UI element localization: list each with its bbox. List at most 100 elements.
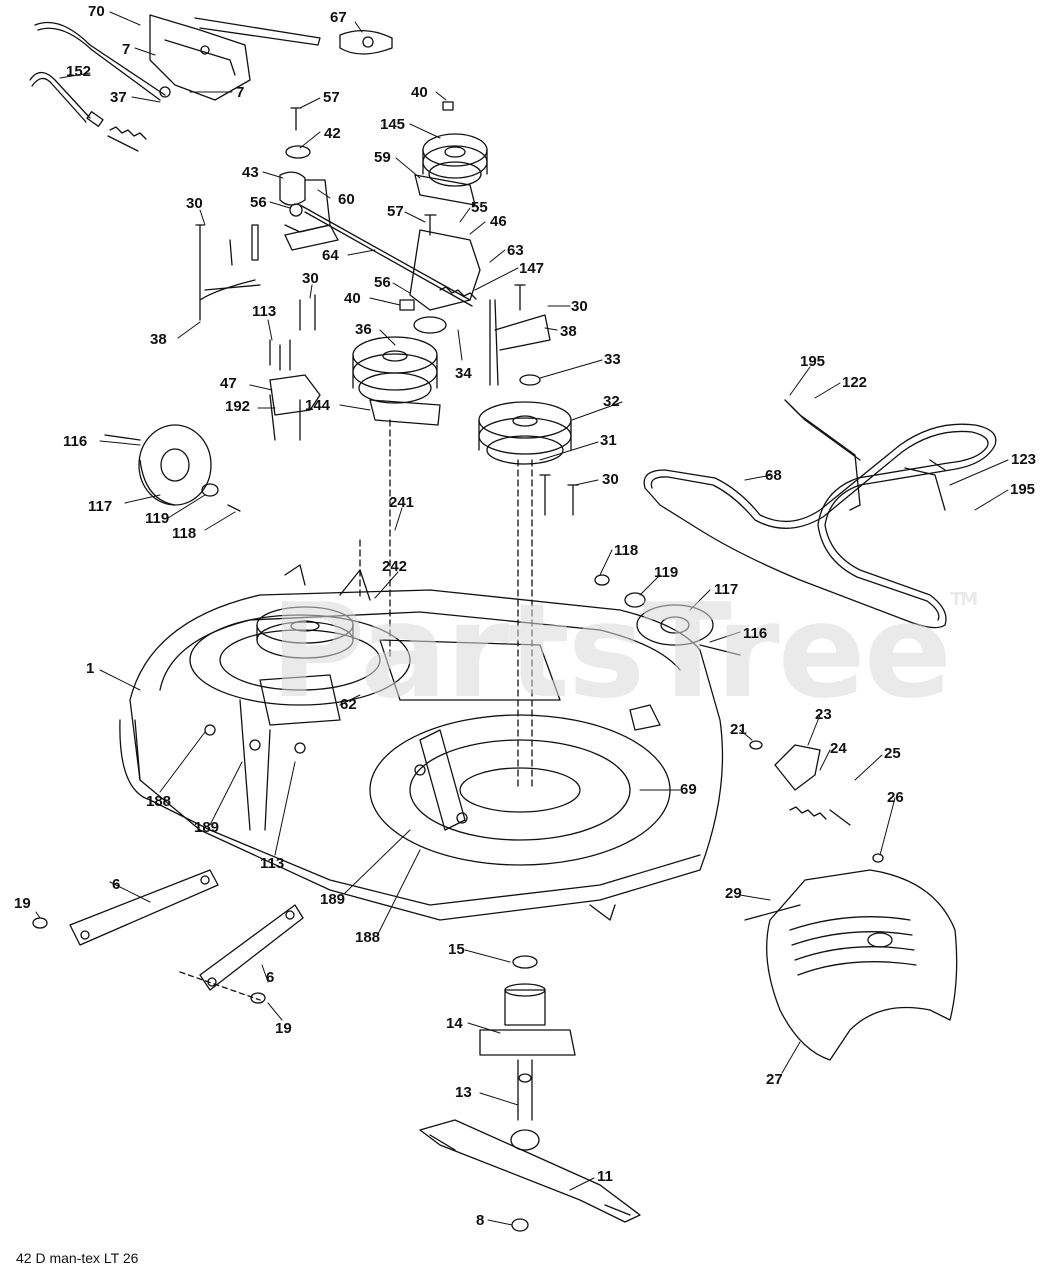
callout-63[interactable]: 63	[507, 242, 524, 259]
callout-14[interactable]: 14	[446, 1015, 463, 1032]
callout-32[interactable]: 32	[603, 393, 620, 410]
callout-27[interactable]: 27	[766, 1071, 783, 1088]
shaft-31	[359, 419, 533, 791]
bracket-60	[279, 145, 339, 251]
callout-113[interactable]: 113	[252, 303, 277, 320]
callout-1[interactable]: 1	[86, 660, 95, 677]
callout-123[interactable]: 123	[1011, 451, 1037, 468]
bolts-113	[269, 294, 316, 371]
idler-bracket	[299, 174, 481, 334]
callout-13[interactable]: 13	[455, 1084, 472, 1101]
callout-118[interactable]: 118	[172, 525, 197, 542]
callout-70[interactable]: 70	[88, 3, 105, 20]
callout-46[interactable]: 46	[490, 213, 507, 230]
deck-spindle-support	[204, 674, 468, 831]
callout-19[interactable]: 19	[14, 895, 31, 912]
spindle-assembly-14	[479, 955, 576, 1151]
lift-link-6-lower	[179, 904, 304, 1004]
callout-30[interactable]: 30	[186, 195, 203, 212]
callout-57[interactable]: 57	[387, 203, 404, 220]
callout-8[interactable]: 8	[476, 1212, 485, 1229]
callout-113[interactable]: 113	[260, 855, 285, 872]
callout-56[interactable]: 56	[250, 194, 267, 211]
callout-116[interactable]: 116	[63, 433, 88, 450]
callout-40[interactable]: 40	[411, 84, 428, 101]
bolts-30-right	[539, 474, 579, 516]
callout-34[interactable]: 34	[455, 365, 472, 382]
callout-152[interactable]: 152	[66, 63, 92, 80]
callout-242[interactable]: 242	[382, 558, 408, 575]
callout-241[interactable]: 241	[389, 494, 415, 511]
callout-7[interactable]: 7	[236, 84, 245, 101]
callout-122[interactable]: 122	[842, 374, 868, 391]
callout-144[interactable]: 144	[305, 397, 331, 414]
callout-59[interactable]: 59	[374, 149, 391, 166]
callout-147[interactable]: 147	[519, 260, 545, 277]
callout-38[interactable]: 38	[150, 331, 167, 348]
mower-deck	[119, 564, 724, 921]
callout-24[interactable]: 24	[830, 740, 847, 757]
callout-6[interactable]: 6	[266, 969, 275, 986]
callout-29[interactable]: 29	[725, 885, 742, 902]
callout-56[interactable]: 56	[374, 274, 391, 291]
callout-189[interactable]: 189	[320, 891, 346, 908]
callout-30[interactable]: 30	[602, 471, 619, 488]
callout-68[interactable]: 68	[765, 467, 782, 484]
callout-117[interactable]: 117	[88, 498, 113, 515]
callout-25[interactable]: 25	[884, 745, 901, 762]
part-67	[339, 30, 393, 55]
callout-43[interactable]: 43	[242, 164, 259, 181]
callout-40[interactable]: 40	[344, 290, 361, 307]
callout-60[interactable]: 60	[338, 191, 355, 208]
callout-57[interactable]: 57	[323, 89, 340, 106]
callout-188[interactable]: 188	[146, 793, 172, 810]
callout-188[interactable]: 188	[355, 929, 381, 946]
callout-26[interactable]: 26	[887, 789, 904, 806]
callout-62[interactable]: 62	[340, 696, 357, 713]
callout-64[interactable]: 64	[322, 247, 339, 264]
callout-30[interactable]: 30	[302, 270, 319, 287]
callout-21[interactable]: 21	[730, 721, 747, 738]
callout-67[interactable]: 67	[330, 9, 347, 26]
spring-25	[789, 806, 827, 820]
belt-guide-122	[784, 399, 946, 511]
lift-lever-assembly	[34, 14, 393, 101]
callout-192[interactable]: 192	[225, 398, 251, 415]
bracket-144	[369, 399, 441, 426]
callout-116[interactable]: 116	[743, 625, 768, 642]
callout-55[interactable]: 55	[471, 199, 488, 216]
callout-11[interactable]: 11	[597, 1168, 613, 1185]
callout-6[interactable]: 6	[112, 876, 121, 893]
callout-7[interactable]: 7	[122, 41, 131, 58]
callout-69[interactable]: 69	[680, 781, 697, 798]
pulley-36	[352, 336, 438, 404]
belt-68	[643, 423, 997, 629]
deflector-bracket-23	[749, 740, 851, 826]
callout-47[interactable]: 47	[220, 375, 237, 392]
callout-145[interactable]: 145	[380, 116, 406, 133]
callout-118[interactable]: 118	[614, 542, 639, 559]
callout-195[interactable]: 195	[1010, 481, 1036, 498]
callout-119[interactable]: 119	[654, 564, 679, 581]
callout-30[interactable]: 30	[571, 298, 588, 315]
idler-wheel-117-right	[594, 574, 741, 656]
callout-117[interactable]: 117	[714, 581, 739, 598]
callout-38[interactable]: 38	[560, 323, 577, 340]
callout-119[interactable]: 119	[145, 510, 170, 527]
control-cable	[29, 71, 147, 152]
callout-189[interactable]: 189	[194, 819, 220, 836]
callout-33[interactable]: 33	[604, 351, 621, 368]
callout-19[interactable]: 19	[275, 1020, 292, 1037]
deflector-27	[744, 853, 958, 1061]
callout-23[interactable]: 23	[815, 706, 832, 723]
callout-36[interactable]: 36	[355, 321, 372, 338]
bracket-47-192	[269, 374, 321, 441]
callout-42[interactable]: 42	[324, 125, 341, 142]
deck-pulley	[256, 606, 354, 659]
callout-37[interactable]: 37	[110, 89, 127, 106]
callout-15[interactable]: 15	[448, 941, 465, 958]
callout-31[interactable]: 31	[600, 432, 617, 449]
callout-195[interactable]: 195	[800, 353, 826, 370]
bolts-top	[290, 101, 454, 311]
